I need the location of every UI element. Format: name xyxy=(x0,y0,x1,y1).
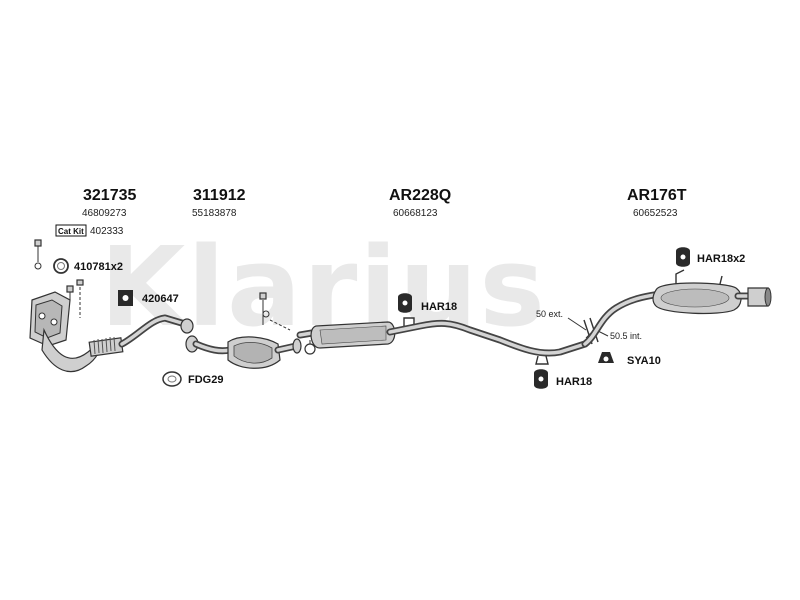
section-1-oem-code: 46809273 xyxy=(82,208,127,219)
fitting-label-har18-bottom: HAR18 xyxy=(556,376,592,388)
section-2-part-number: 311912 xyxy=(193,187,246,204)
rear-silencer-part xyxy=(581,269,772,348)
fitting-label-sya10: SYA10 xyxy=(627,355,661,367)
cat-kit-badge-label: Cat Kit xyxy=(58,227,84,236)
section-3-part-number: AR228Q xyxy=(389,187,451,204)
fitting-label-420647: 420647 xyxy=(142,293,179,305)
fitting-label-fdg29: FDG29 xyxy=(188,374,223,386)
centre-silencer-part xyxy=(296,317,589,365)
note-ext-diameter: 50 ext. xyxy=(536,309,563,319)
section-1-part-number: 321735 xyxy=(83,187,136,204)
catalyst-pipe-part xyxy=(185,292,302,369)
fitting-label-har18x2: HAR18x2 xyxy=(697,253,745,265)
section-4-oem-code: 60652523 xyxy=(633,208,678,219)
cat-kit-code: 402333 xyxy=(90,226,124,237)
section-4-part-number: AR176T xyxy=(627,187,687,204)
fitting-label-410781: 410781x2 xyxy=(74,261,123,273)
section-3-oem-code: 60668123 xyxy=(393,208,438,219)
section-2-oem-code: 55183878 xyxy=(192,208,237,219)
manifold-catalyst-part xyxy=(29,239,194,373)
note-int-diameter: 50.5 int. xyxy=(610,331,642,341)
fitting-label-har18-top: HAR18 xyxy=(421,301,457,313)
cat-kit-badge xyxy=(55,224,87,237)
